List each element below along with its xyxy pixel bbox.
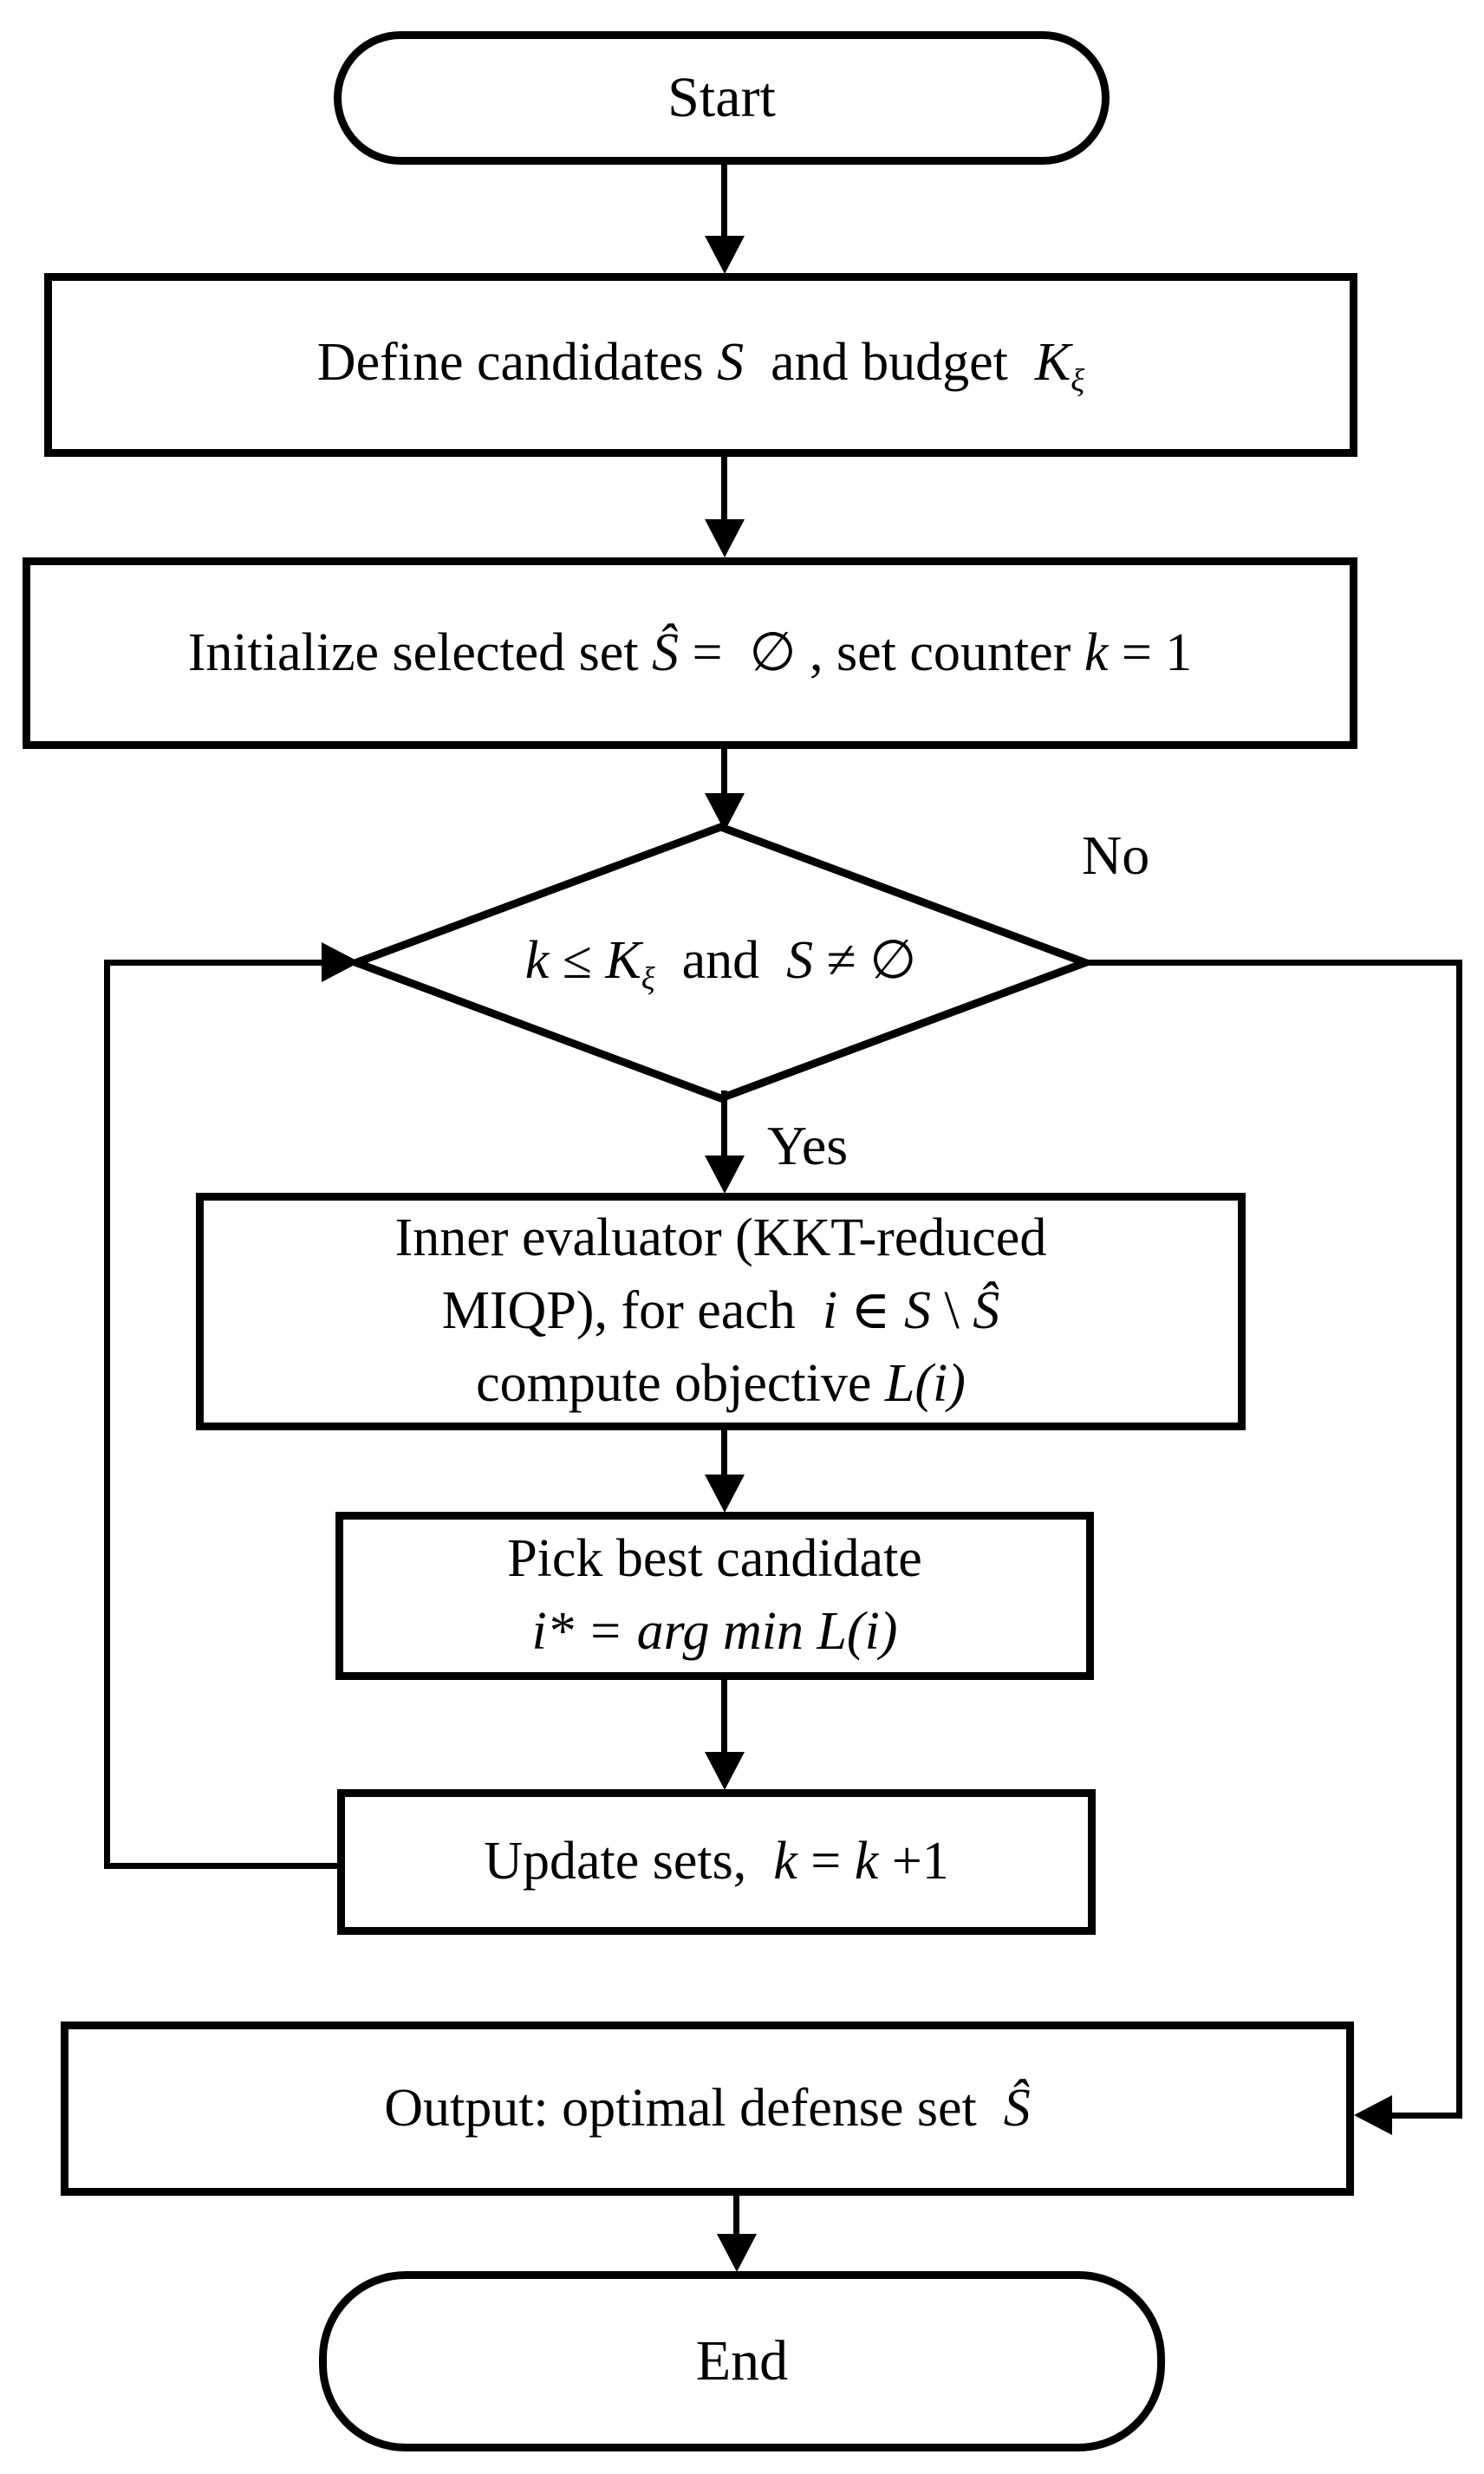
edge-start-define [721,161,727,238]
inner-line2: MIQP), for each i ∈ S \ Ŝ [442,1281,999,1340]
node-end: End [319,2271,1165,2451]
label-segment: Initialize selected set [187,622,653,682]
label-segment: MIQP), for each [441,1281,823,1341]
arrowhead-pick-update [705,1752,745,1790]
node-inner-evaluator-label: Inner evaluator (KKT-reduced MIQP), for … [378,1202,1064,1420]
math-var-S: S [786,930,814,990]
label-segment: ≠ ∅ [813,930,917,990]
label-segment: and budget [744,332,1035,392]
math-var-K: K [605,930,641,990]
edge-update-loop-top [104,960,325,966]
node-end-label: End [695,2329,789,2393]
label-segment: = ∅ , set counter [679,622,1084,682]
edge-define-initialize [721,452,727,522]
node-start: Start [334,31,1110,165]
label-segment: ∈ [837,1281,904,1341]
math-expr-Li: L(i) [884,1353,966,1413]
node-pick-best: Pick best candidate i* = arg min L(i) [335,1512,1094,1680]
arrowhead-no-output [1354,2095,1392,2135]
label-segment: \ [930,1281,973,1341]
math-sub-xi: ξ [641,961,655,997]
math-var-i: i [822,1281,838,1341]
edge-initialize-decision [721,745,727,795]
inner-line1: Inner evaluator (KKT-reduced [394,1208,1047,1268]
label-segment: ≤ [549,930,606,990]
label-segment: compute objective [476,1353,885,1413]
edge-output-end [733,2191,739,2236]
edge-label-no: No [1082,824,1150,886]
label-segment: and [654,930,787,990]
arrowhead-start-define [705,236,745,274]
pick-line1: Pick best candidate [507,1529,922,1589]
math-var-k: k [524,930,550,990]
pick-line2: i* = arg min L(i) [531,1602,898,1661]
node-define-candidates: Define candidates S and budget Kξ [44,273,1357,457]
node-update-sets: Update sets, k = k +1 [337,1789,1096,1935]
math-var-S: S [903,1281,931,1341]
edge-inner-pick [721,1426,727,1476]
inner-line3: compute objective L(i) [476,1354,966,1413]
arrowhead-decision-inner [705,1156,745,1194]
node-initialize-label: Initialize selected set Ŝ = ∅ , set coun… [171,617,1210,690]
label-segment: Update sets, [484,1832,774,1891]
decision-label: k ≤ Kξ and S ≠ ∅ [351,822,1090,1104]
node-define-label: Define candidates S and budget Kξ [300,327,1102,403]
node-output: Output: optimal defense set Ŝ [61,2022,1354,2196]
label-segment: Define candidates [316,332,718,392]
math-var-k: k [854,1832,879,1891]
math-var-K: K [1034,332,1071,392]
label-segment: +1 [878,1832,949,1891]
arrowhead-output-end [717,2234,757,2272]
edge-decision-inner [721,1091,727,1157]
edge-update-loop-vertical [104,960,110,1869]
math-var-S-hat: Ŝ [1003,2078,1031,2138]
node-pick-best-label: Pick best candidate i* = arg min L(i) [490,1523,940,1668]
node-inner-evaluator: Inner evaluator (KKT-reduced MIQP), for … [196,1193,1246,1430]
math-var-S-hat: Ŝ [973,1281,1000,1341]
math-var-S-hat: Ŝ [652,622,680,682]
label-segment: Output: optimal defense set [384,2078,1004,2138]
math-sub-xi: ξ [1071,362,1085,399]
arrowhead-loop-decision [322,942,360,982]
edge-pick-update [721,1676,727,1754]
label-segment: = 1 [1108,622,1193,682]
node-update-sets-label: Update sets, k = k +1 [466,1826,967,1898]
edge-update-loop-bottom [104,1863,338,1869]
edge-label-yes: Yes [767,1115,849,1176]
node-initialize: Initialize selected set Ŝ = ∅ , set coun… [23,557,1357,749]
edge-no-top [1080,960,1462,966]
node-output-label: Output: optimal defense set Ŝ [367,2073,1048,2145]
edge-no-bottom [1392,2113,1461,2119]
math-var-k: k [1084,622,1109,682]
arrowhead-inner-pick [705,1475,745,1513]
edge-no-vertical [1456,960,1462,2119]
label-segment: = [797,1832,855,1891]
node-start-label: Start [667,66,776,130]
decision-label-text: k ≤ Kξ and S ≠ ∅ [525,928,916,998]
arrowhead-define-initialize [705,519,745,557]
math-var-k: k [773,1832,797,1891]
math-var-S: S [717,332,745,392]
